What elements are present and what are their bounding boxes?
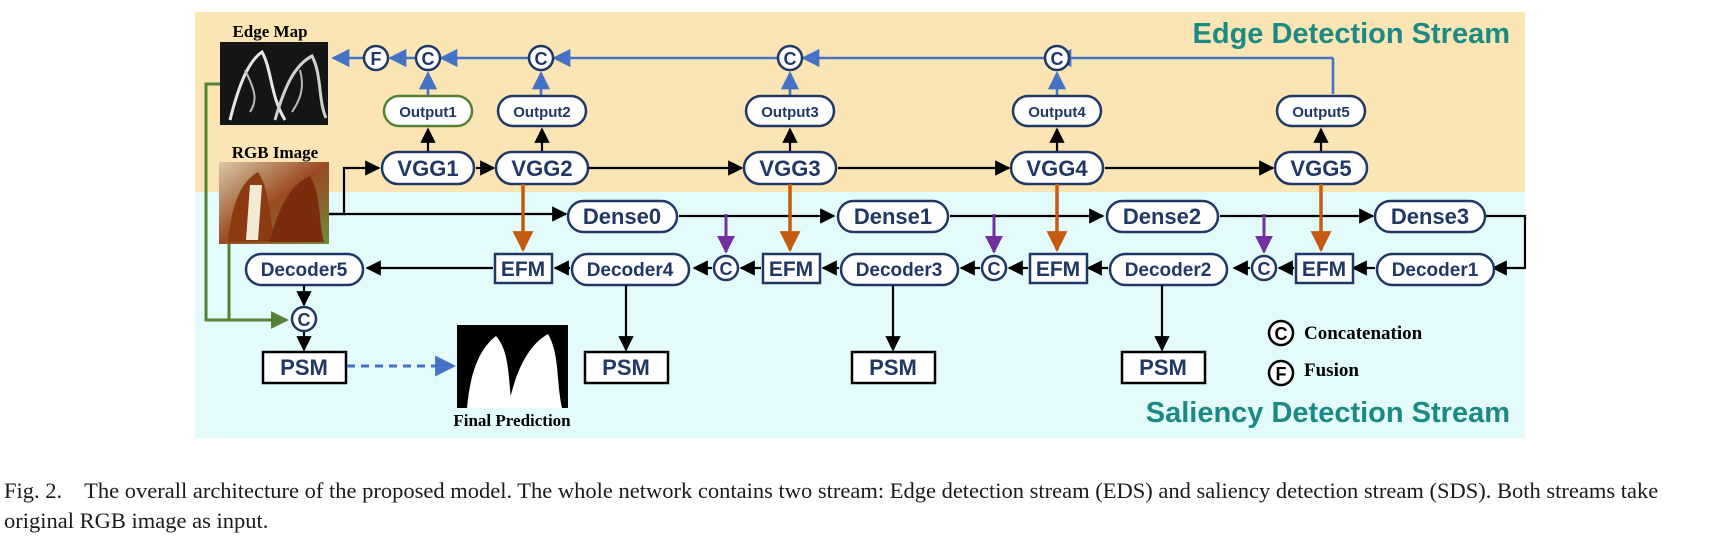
row-concat-1: C [712, 254, 740, 282]
svg-text:Concatenation: Concatenation [1304, 323, 1423, 344]
output2-node: Output2 [496, 94, 588, 128]
svg-text:F: F [371, 49, 382, 69]
svg-text:C: C [720, 259, 733, 279]
svg-text:Dense0: Dense0 [583, 204, 661, 229]
edge-output-path [331, 48, 1335, 96]
efm-node-1: EFM [493, 252, 554, 285]
svg-text:C: C [988, 259, 1001, 279]
dense2-node: Dense2 [1105, 199, 1220, 234]
svg-text:C: C [422, 49, 435, 69]
dense0-node: Dense0 [566, 199, 679, 234]
svg-text:PSM: PSM [602, 355, 650, 380]
final-concat: C [290, 305, 318, 333]
efm-node-2: EFM [761, 252, 822, 285]
vgg1-node: VGG1 [380, 150, 476, 186]
svg-text:C: C [1258, 259, 1271, 279]
psm-final: PSM [261, 350, 348, 385]
legend-fusion: F Fusion [1267, 359, 1359, 387]
svg-text:VGG4: VGG4 [1026, 156, 1088, 181]
vgg4-node: VGG4 [1009, 150, 1105, 186]
decoder4-node: Decoder4 [570, 252, 691, 287]
edge-stream-title: Edge Detection Stream [1193, 18, 1510, 50]
svg-text:EFM: EFM [769, 258, 813, 281]
output1-node: Output1 [382, 94, 474, 128]
figure-caption: Fig. 2.The overall architecture of the p… [4, 476, 1722, 536]
psm-node-4: PSM [1120, 350, 1207, 385]
output5-node: Output5 [1275, 94, 1367, 128]
svg-text:VGG2: VGG2 [511, 156, 572, 181]
top-fusion: F [362, 44, 390, 72]
legend-concat: C Concatenation [1267, 319, 1423, 347]
svg-text:C: C [535, 49, 548, 69]
svg-text:Output4: Output4 [1028, 104, 1086, 121]
dense1-node: Dense1 [836, 199, 950, 234]
edge-map-image [220, 42, 328, 125]
row-concat-3: C [1250, 254, 1278, 282]
svg-text:Dense2: Dense2 [1123, 204, 1201, 229]
architecture-diagram: Edge Detection Stream Saliency Detection… [195, 12, 1527, 438]
output4-node: Output4 [1011, 94, 1103, 128]
top-concat-2: C [527, 44, 555, 72]
caption-text: The overall architecture of the proposed… [4, 478, 1659, 533]
svg-text:Decoder5: Decoder5 [261, 260, 348, 281]
svg-text:C: C [1275, 324, 1288, 344]
dense3-node: Dense3 [1373, 199, 1487, 234]
saliency-stream-title: Saliency Detection Stream [1146, 397, 1510, 429]
svg-text:Output2: Output2 [513, 104, 571, 121]
final-prediction-image [457, 325, 568, 408]
decoder3-node: Decoder3 [839, 252, 960, 287]
vgg2-node: VGG2 [494, 150, 590, 186]
svg-text:Output3: Output3 [761, 104, 819, 121]
rgb-image-label: RGB Image [232, 143, 319, 162]
final-prediction-label: Final Prediction [453, 411, 571, 430]
svg-text:PSM: PSM [869, 355, 917, 380]
psm-node-3: PSM [850, 350, 937, 385]
decoder2-node: Decoder2 [1108, 252, 1229, 287]
figure-label: Fig. 2. [4, 478, 63, 503]
svg-text:VGG1: VGG1 [397, 156, 458, 181]
svg-text:VGG3: VGG3 [759, 156, 820, 181]
svg-text:Decoder1: Decoder1 [1392, 260, 1479, 281]
green-skip-lines [204, 82, 289, 329]
svg-text:C: C [784, 49, 797, 69]
efm-node-3: EFM [1028, 252, 1089, 285]
vgg-efm-arrows [512, 184, 1332, 253]
svg-text:Output1: Output1 [399, 104, 457, 121]
vgg3-node: VGG3 [742, 150, 838, 186]
svg-text:F: F [1276, 364, 1287, 384]
efm-node-4: EFM [1294, 252, 1355, 285]
svg-text:Decoder3: Decoder3 [856, 260, 943, 281]
rgb-image [219, 162, 329, 244]
svg-text:Fusion: Fusion [1304, 360, 1359, 381]
output3-node: Output3 [744, 94, 836, 128]
decoder-psm-arrows [618, 285, 1170, 352]
svg-text:Dense1: Dense1 [854, 204, 932, 229]
svg-text:C: C [298, 310, 311, 330]
svg-text:PSM: PSM [280, 355, 328, 380]
psm-node-2: PSM [583, 350, 670, 385]
svg-text:C: C [1051, 49, 1064, 69]
vgg-output-arrows [420, 127, 1329, 152]
svg-text:Decoder2: Decoder2 [1125, 260, 1212, 281]
svg-text:EFM: EFM [501, 258, 545, 281]
decoder5-node: Decoder5 [244, 252, 365, 287]
svg-text:Dense3: Dense3 [1391, 204, 1469, 229]
dense-concat-arrows [717, 214, 1273, 254]
dense-chain-arrows [329, 206, 1527, 276]
svg-text:EFM: EFM [1302, 258, 1346, 281]
top-concat-4: C [1043, 44, 1071, 72]
svg-text:PSM: PSM [1139, 355, 1187, 380]
top-concat-3: C [776, 44, 804, 72]
svg-text:Decoder4: Decoder4 [587, 260, 674, 281]
svg-text:VGG5: VGG5 [1290, 156, 1351, 181]
decoder1-node: Decoder1 [1375, 252, 1496, 287]
vgg5-node: VGG5 [1273, 150, 1369, 186]
edge-map-label: Edge Map [232, 22, 307, 41]
svg-text:Output5: Output5 [1292, 104, 1350, 121]
top-concat-1: C [414, 44, 442, 72]
svg-text:EFM: EFM [1036, 258, 1080, 281]
row-concat-2: C [980, 254, 1008, 282]
